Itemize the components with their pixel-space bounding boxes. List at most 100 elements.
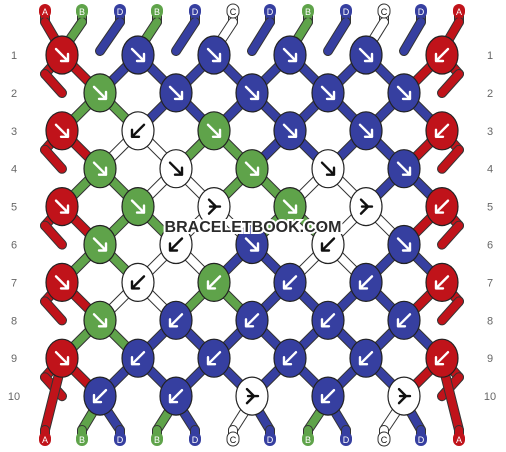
row-label-right: 7 bbox=[487, 277, 493, 289]
arrow-down-left-icon bbox=[130, 351, 146, 366]
arrow-down-right-icon bbox=[244, 85, 260, 101]
row-label-left: 5 bbox=[11, 202, 17, 214]
arrow-down-left-icon bbox=[434, 351, 450, 366]
edge-thread-right bbox=[438, 145, 463, 173]
arrow-down-right-icon bbox=[92, 161, 108, 176]
bottom-thread-letter: D bbox=[343, 435, 350, 445]
arrow-down-right-icon bbox=[54, 123, 70, 138]
arrow-down-right-icon bbox=[282, 47, 298, 63]
edge-thread-right bbox=[438, 221, 463, 249]
top-thread bbox=[172, 18, 199, 55]
top-thread-letter: D bbox=[192, 7, 199, 17]
bottom-thread-letter: D bbox=[117, 435, 124, 445]
row-label-left: 1 bbox=[11, 50, 17, 62]
bottom-thread-letter: B bbox=[79, 435, 85, 445]
arrow-down-right-icon bbox=[92, 237, 108, 252]
top-thread bbox=[96, 18, 124, 55]
edge-thread-left bbox=[41, 297, 66, 325]
row-label-right: 1 bbox=[487, 50, 493, 62]
bottom-thread-letter-badge bbox=[189, 432, 201, 446]
top-thread-letter-badge bbox=[415, 4, 427, 18]
arrow-down-right-icon bbox=[54, 47, 70, 63]
bottom-thread-letter: C bbox=[230, 435, 237, 445]
arrow-down-left-icon bbox=[282, 351, 298, 366]
watermark-text: BRACELETBOOK.COM bbox=[165, 219, 342, 236]
arrow-down-right-icon bbox=[168, 85, 184, 101]
row-label-right: 9 bbox=[487, 353, 493, 365]
arrow-down-left-icon bbox=[320, 237, 336, 252]
bottom-thread-letter-badge bbox=[151, 432, 163, 446]
arrow-down-left-icon bbox=[434, 199, 450, 214]
row-label-left: 3 bbox=[11, 126, 17, 138]
arrow-down-right-icon bbox=[320, 85, 336, 101]
row-label-right: 3 bbox=[487, 126, 493, 138]
row-label-right: 2 bbox=[487, 88, 493, 100]
top-thread bbox=[248, 18, 274, 55]
arrow-down-left-icon bbox=[168, 313, 184, 328]
arrow-down-right-icon bbox=[130, 199, 146, 214]
bottom-thread-letter: B bbox=[154, 435, 160, 445]
row-label-left: 2 bbox=[11, 88, 17, 100]
top-thread-letter: B bbox=[305, 7, 311, 17]
bottom-thread-letter: D bbox=[192, 435, 199, 445]
arrow-down-right-icon bbox=[396, 85, 412, 101]
arrow-down-left-icon bbox=[206, 275, 222, 290]
arrow-down-left-icon bbox=[434, 123, 450, 138]
top-thread-letter-badge bbox=[114, 4, 126, 18]
arrow-down-left-icon bbox=[92, 388, 108, 404]
arrow-down-left-icon bbox=[168, 388, 184, 404]
top-thread-letter: D bbox=[343, 7, 350, 17]
top-thread-letter: D bbox=[267, 7, 274, 17]
row-label-left: 4 bbox=[11, 164, 17, 176]
row-label-right: 6 bbox=[487, 240, 493, 252]
arrow-down-right-icon bbox=[282, 123, 298, 138]
arrow-down-right-icon bbox=[206, 123, 222, 138]
edge-thread-right bbox=[438, 297, 463, 325]
top-thread-letter: D bbox=[418, 7, 425, 17]
arrow-down-left-icon bbox=[358, 275, 374, 290]
bottom-thread-letter-badge bbox=[340, 432, 352, 446]
top-thread bbox=[324, 18, 350, 55]
knots bbox=[45, 35, 459, 416]
top-thread-letter-badge bbox=[39, 4, 51, 18]
arrow-down-right-icon bbox=[396, 237, 412, 252]
top-thread-letter-badge bbox=[226, 3, 240, 19]
row-label-right: 4 bbox=[487, 164, 493, 176]
row-label-left: 6 bbox=[11, 240, 17, 252]
top-thread-letter-badge bbox=[340, 4, 352, 18]
arrow-down-right-icon bbox=[92, 85, 108, 101]
arrow-forward-back-icon bbox=[245, 387, 260, 405]
top-thread-letter: D bbox=[117, 7, 124, 17]
arrow-down-left-icon bbox=[320, 388, 336, 404]
top-thread-letter-badge bbox=[76, 4, 88, 18]
bottom-thread-letter-badge bbox=[39, 432, 51, 446]
top-thread-letter-badge bbox=[151, 4, 163, 18]
arrow-forward-back-icon bbox=[397, 387, 412, 405]
arrow-down-left-icon bbox=[434, 275, 450, 290]
bottom-thread-letter: D bbox=[267, 435, 274, 445]
arrow-down-right-icon bbox=[358, 123, 374, 138]
top-thread-letter: B bbox=[79, 7, 85, 17]
top-thread-letter: C bbox=[381, 7, 388, 17]
bottom-thread-letter-badge bbox=[377, 431, 391, 447]
arrow-down-left-icon bbox=[320, 313, 336, 328]
arrow-down-right-icon bbox=[244, 237, 260, 252]
bottom-thread-letter-badge bbox=[226, 431, 240, 447]
arrow-down-right-icon bbox=[244, 161, 260, 176]
bottom-thread-letter: A bbox=[456, 435, 462, 445]
arrow-down-left-icon bbox=[168, 237, 184, 252]
arrow-down-left-icon bbox=[130, 123, 146, 138]
top-thread-letter-badge bbox=[264, 4, 276, 18]
row-label-right: 10 bbox=[484, 391, 496, 403]
bottom-thread-letter: B bbox=[305, 435, 311, 445]
arrow-down-left-icon bbox=[244, 313, 260, 328]
bottom-thread-letter-badge bbox=[114, 432, 126, 446]
arrow-down-right-icon bbox=[54, 199, 70, 214]
bottom-thread-letter-badge bbox=[302, 432, 314, 446]
row-label-left: 9 bbox=[11, 353, 17, 365]
arrow-down-left-icon bbox=[396, 313, 412, 328]
row-label-right: 8 bbox=[487, 315, 493, 327]
top-thread bbox=[400, 18, 425, 55]
bottom-thread-letter: D bbox=[418, 435, 425, 445]
arrow-down-right-icon bbox=[130, 47, 146, 63]
